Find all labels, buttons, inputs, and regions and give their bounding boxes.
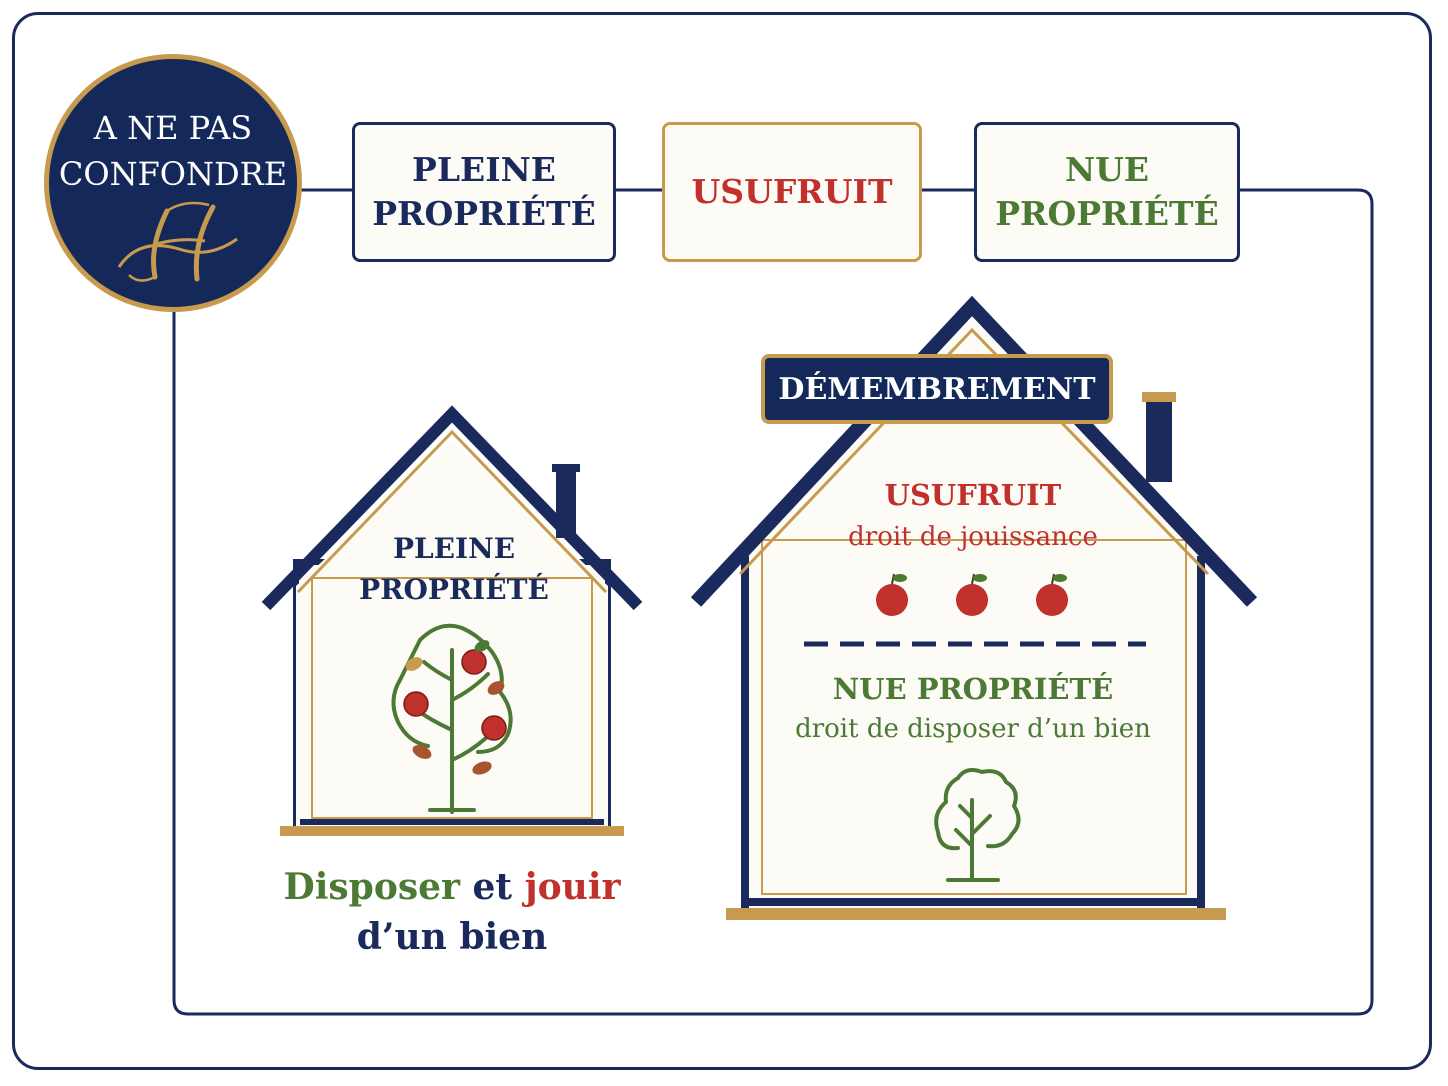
apple-icon [956, 573, 988, 616]
header-np-line2: PROPRIÉTÉ [995, 194, 1219, 233]
house-left-title: PLEINE PROPRIÉTÉ [330, 528, 578, 610]
caption-line-2: d’un bien [356, 916, 548, 958]
badge-line-2: CONFONDRE [58, 155, 288, 193]
header-np-line1: NUE [1064, 150, 1150, 189]
header-usufruit-label: USUFRUIT [691, 172, 893, 211]
apple-icon [1036, 573, 1068, 616]
h-monogram-logo [117, 201, 238, 282]
house-left-title-line2: PROPRIÉTÉ [359, 573, 549, 606]
house-left-title-line1: PLEINE [392, 532, 516, 565]
header-box-nue-propriete: NUE PROPRIÉTÉ [974, 122, 1240, 262]
nue-propriete-title: NUE PROPRIÉTÉ [832, 672, 1114, 706]
usufruit-title: USUFRUIT [884, 478, 1062, 512]
caption-word-jouir: jouir [524, 866, 621, 908]
demembrement-banner: DÉMEMBREMENT [761, 354, 1113, 424]
nue-propriete-subtitle: droit de disposer d’un bien [795, 714, 1151, 744]
header-box-pleine-propriete: PLEINE PROPRIÉTÉ [352, 122, 616, 262]
header-box-usufruit: USUFRUIT [662, 122, 922, 262]
badge-line-1: A NE PAS [93, 109, 253, 147]
house-left-caption: Disposer et jouir d’un bien [262, 862, 642, 962]
header-pp-line1: PLEINE [412, 150, 556, 189]
do-not-confuse-badge: A NE PAS CONFONDRE [44, 54, 302, 312]
caption-word-et: et [472, 866, 513, 908]
apple-icon [876, 573, 908, 616]
caption-word-disposer: Disposer [283, 866, 460, 908]
usufruit-subtitle: droit de jouissance [848, 522, 1098, 552]
header-pp-line2: PROPRIÉTÉ [372, 194, 596, 233]
